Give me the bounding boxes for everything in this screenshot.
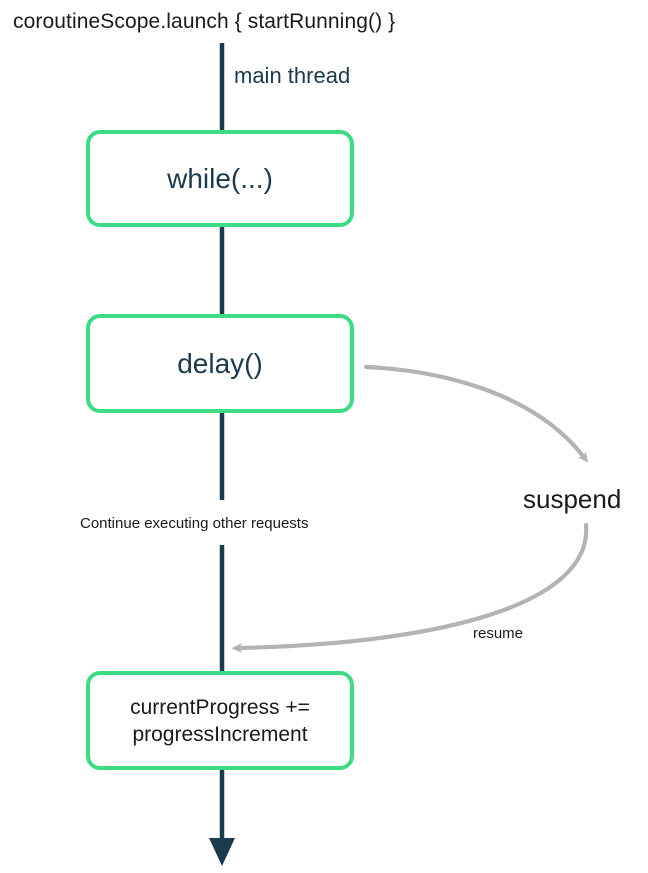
suspend-arrow	[363, 364, 589, 463]
node-current-progress-line-2: progressIncrement	[132, 722, 308, 746]
resume-label: resume	[473, 625, 524, 642]
node-delay-label: delay()	[177, 347, 263, 379]
page-title: coroutineScope.launch { startRunning() }	[13, 10, 396, 33]
main-thread-label: main thread	[234, 63, 351, 88]
suspend-label: suspend	[523, 484, 622, 514]
node-while[interactable]: while(...)	[86, 130, 354, 227]
resume-arrow	[231, 522, 589, 653]
node-current-progress-line-1: currentProgress +=	[130, 695, 310, 719]
node-current-progress-label: currentProgress += progressIncrement	[120, 694, 320, 748]
node-delay[interactable]: delay()	[86, 314, 354, 413]
continue-executing-label: Continue executing other requests	[80, 515, 309, 532]
thread-end-arrowhead	[209, 838, 235, 866]
node-while-label: while(...)	[167, 162, 273, 194]
node-current-progress[interactable]: currentProgress += progressIncrement	[86, 671, 354, 770]
